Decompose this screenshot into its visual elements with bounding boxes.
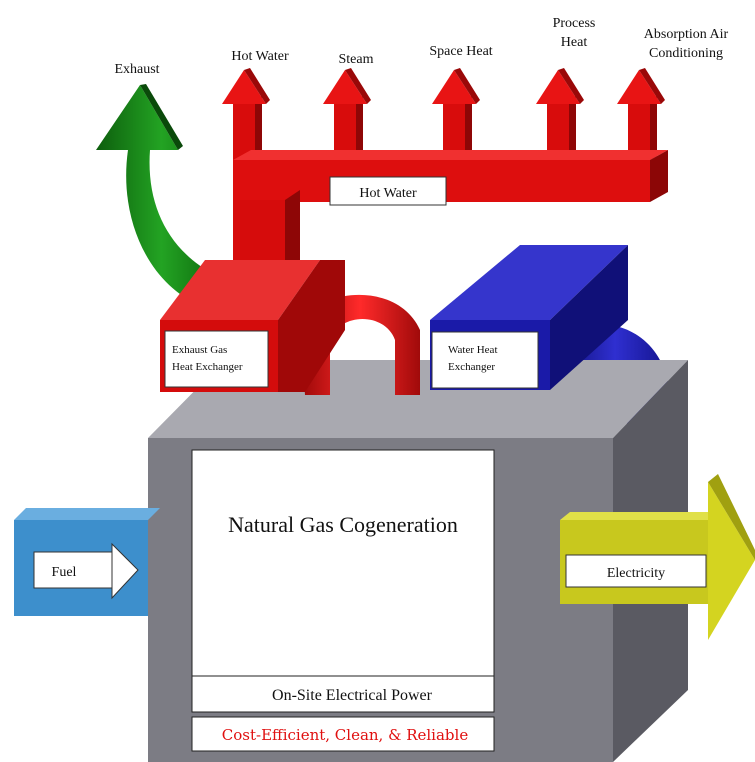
fuel-input: Fuel — [14, 508, 160, 616]
manifold-top-face — [233, 150, 668, 160]
outlet-arrow-space-heat — [432, 68, 480, 160]
space-heat-label: Space Heat — [429, 44, 492, 59]
electricity-label-box — [565, 554, 707, 588]
exhaust-gas-heat-exchanger: Exhaust Gas Heat Exchanger — [160, 260, 345, 392]
electricity-output: Electricity — [560, 474, 755, 640]
manifold-side-face — [650, 150, 668, 202]
tagline-panel — [191, 716, 495, 752]
exhaust-label: Exhaust — [114, 62, 159, 77]
water-hx-label-line1: Water Heat — [448, 344, 498, 356]
exhaust-gas-hx-label-line2: Heat Exchanger — [172, 361, 243, 373]
main-title: Natural Gas Cogeneration — [228, 512, 458, 537]
manifold-label: Hot Water — [359, 186, 417, 201]
manifold-down-pipe — [233, 200, 285, 270]
water-hx-label-line2: Exchanger — [448, 361, 495, 373]
fuel-label: Fuel — [52, 565, 77, 580]
outlet-arrow-steam — [323, 68, 371, 160]
hot-water-output-label: Hot Water — [231, 49, 289, 64]
absorption-label-line1: Absorption Air — [644, 27, 729, 42]
exhaust-gas-hx-label-box — [164, 330, 269, 388]
tagline: Cost-Efficient, Clean, & Reliable — [222, 726, 469, 744]
fuel-arrow-icon — [111, 542, 139, 600]
outlet-arrow-hot-water — [222, 68, 270, 160]
power-panel — [191, 675, 495, 713]
main-panel — [191, 449, 495, 677]
absorption-label-line2: Conditioning — [649, 46, 723, 61]
electricity-label: Electricity — [607, 566, 665, 581]
exhaust-arrow — [96, 84, 215, 305]
outlet-arrow-absorption — [617, 68, 665, 160]
steam-label: Steam — [339, 52, 374, 67]
outlet-arrow-process-heat — [536, 68, 584, 160]
process-heat-label-line1: Process — [553, 16, 596, 31]
process-heat-label-line2: Heat — [561, 35, 588, 50]
manifold-label-box — [329, 176, 447, 206]
fuel-label-box — [33, 551, 113, 589]
water-heat-exchanger: Water Heat Exchanger — [430, 245, 628, 390]
exhaust-gas-hx-label-line1: Exhaust Gas — [172, 344, 227, 356]
hot-water-manifold: Hot Water — [222, 68, 668, 270]
water-hx-label-box — [431, 331, 539, 389]
power-label: On-Site Electrical Power — [272, 687, 433, 704]
